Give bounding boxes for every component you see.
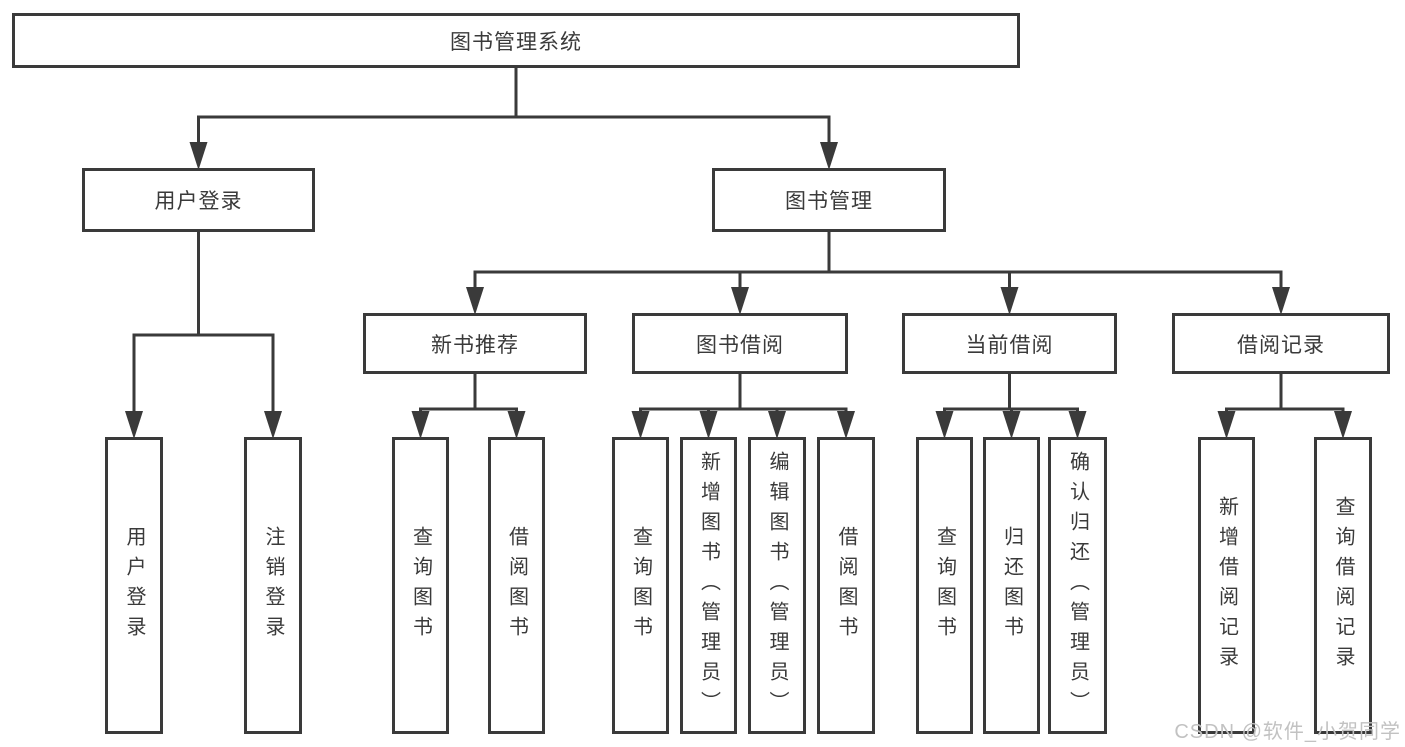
node-leaf-bb-edit: 编辑图书（管理员）: [748, 437, 806, 734]
node-borrow-records: 借阅记录: [1172, 313, 1390, 374]
node-leaf-bb-query: 查询图书: [612, 437, 669, 734]
node-leaf-bb-borrow: 借阅图书: [817, 437, 875, 734]
node-leaf-br-query: 查询借阅记录: [1314, 437, 1372, 734]
node-leaf-cb-confirm: 确认归还（管理员）: [1048, 437, 1107, 734]
watermark: CSDN @软件_小贺同学: [1174, 721, 1401, 743]
node-book-mgmt: 图书管理: [712, 168, 946, 232]
node-root: 图书管理系统: [12, 13, 1020, 68]
node-current-borrow: 当前借阅: [902, 313, 1117, 374]
node-user-login: 用户登录: [82, 168, 315, 232]
node-book-borrow: 图书借阅: [632, 313, 848, 374]
node-leaf-nbr-borrow: 借阅图书: [488, 437, 545, 734]
node-leaf-logout: 注销登录: [244, 437, 302, 734]
node-leaf-br-add: 新增借阅记录: [1198, 437, 1255, 734]
node-leaf-cb-query: 查询图书: [916, 437, 973, 734]
node-leaf-bb-add: 新增图书（管理员）: [680, 437, 737, 734]
node-leaf-cb-return: 归还图书: [983, 437, 1040, 734]
node-new-book-rec: 新书推荐: [363, 313, 587, 374]
node-leaf-nbr-query: 查询图书: [392, 437, 449, 734]
node-leaf-user-login: 用户登录: [105, 437, 163, 734]
